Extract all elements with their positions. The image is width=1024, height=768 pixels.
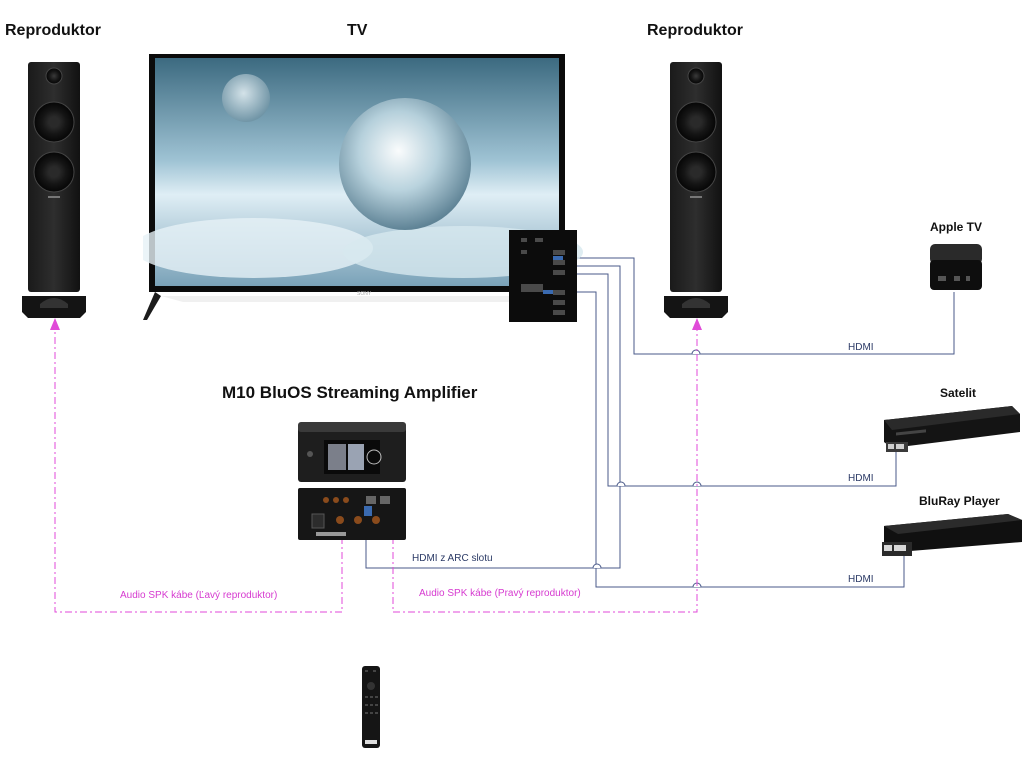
audio-left-arrow	[50, 318, 60, 330]
audio-left-label: Audio SPK kábe (Ľavý reproduktor)	[120, 590, 278, 601]
satelit-image	[884, 406, 1020, 452]
remote-image	[362, 666, 380, 748]
speaker-left-title: Reproduktor	[5, 22, 101, 39]
amplifier-front-image	[298, 422, 406, 482]
hdmi-bluray-label: HDMI	[848, 574, 874, 585]
hdmi-satelit-line	[577, 273, 897, 487]
tv-brand-logo: SONY	[357, 291, 372, 297]
hdmi-bluray-line	[577, 291, 905, 588]
audio-right-line	[392, 330, 698, 613]
audio-right-arrow	[692, 318, 702, 330]
bluray-title: BluRay Player	[919, 494, 1000, 508]
apple-tv-image	[930, 244, 982, 290]
bluray-image	[882, 514, 1022, 556]
hdmi-arc-line	[365, 265, 621, 569]
speaker-left-image	[22, 62, 86, 318]
hdmi-satelit-label: HDMI	[848, 473, 874, 484]
speaker-right-title: Reproduktor	[647, 22, 743, 39]
amplifier-title: M10 BluOS Streaming Amplifier	[222, 383, 478, 402]
tv-title: TV	[347, 22, 368, 39]
apple-tv-title: Apple TV	[930, 220, 983, 234]
hdmi-apple-tv-line	[577, 257, 955, 355]
audio-right-label: Audio SPK kábe (Pravý reproduktor)	[419, 588, 581, 599]
hdmi-apple-label: HDMI	[848, 342, 874, 353]
tv-image: SONY	[143, 54, 583, 322]
satelit-title: Satelit	[940, 386, 977, 400]
speaker-right-image	[664, 62, 728, 318]
amplifier-back-image	[298, 488, 406, 540]
hdmi-arc-label: HDMI z ARC slotu	[412, 553, 493, 564]
